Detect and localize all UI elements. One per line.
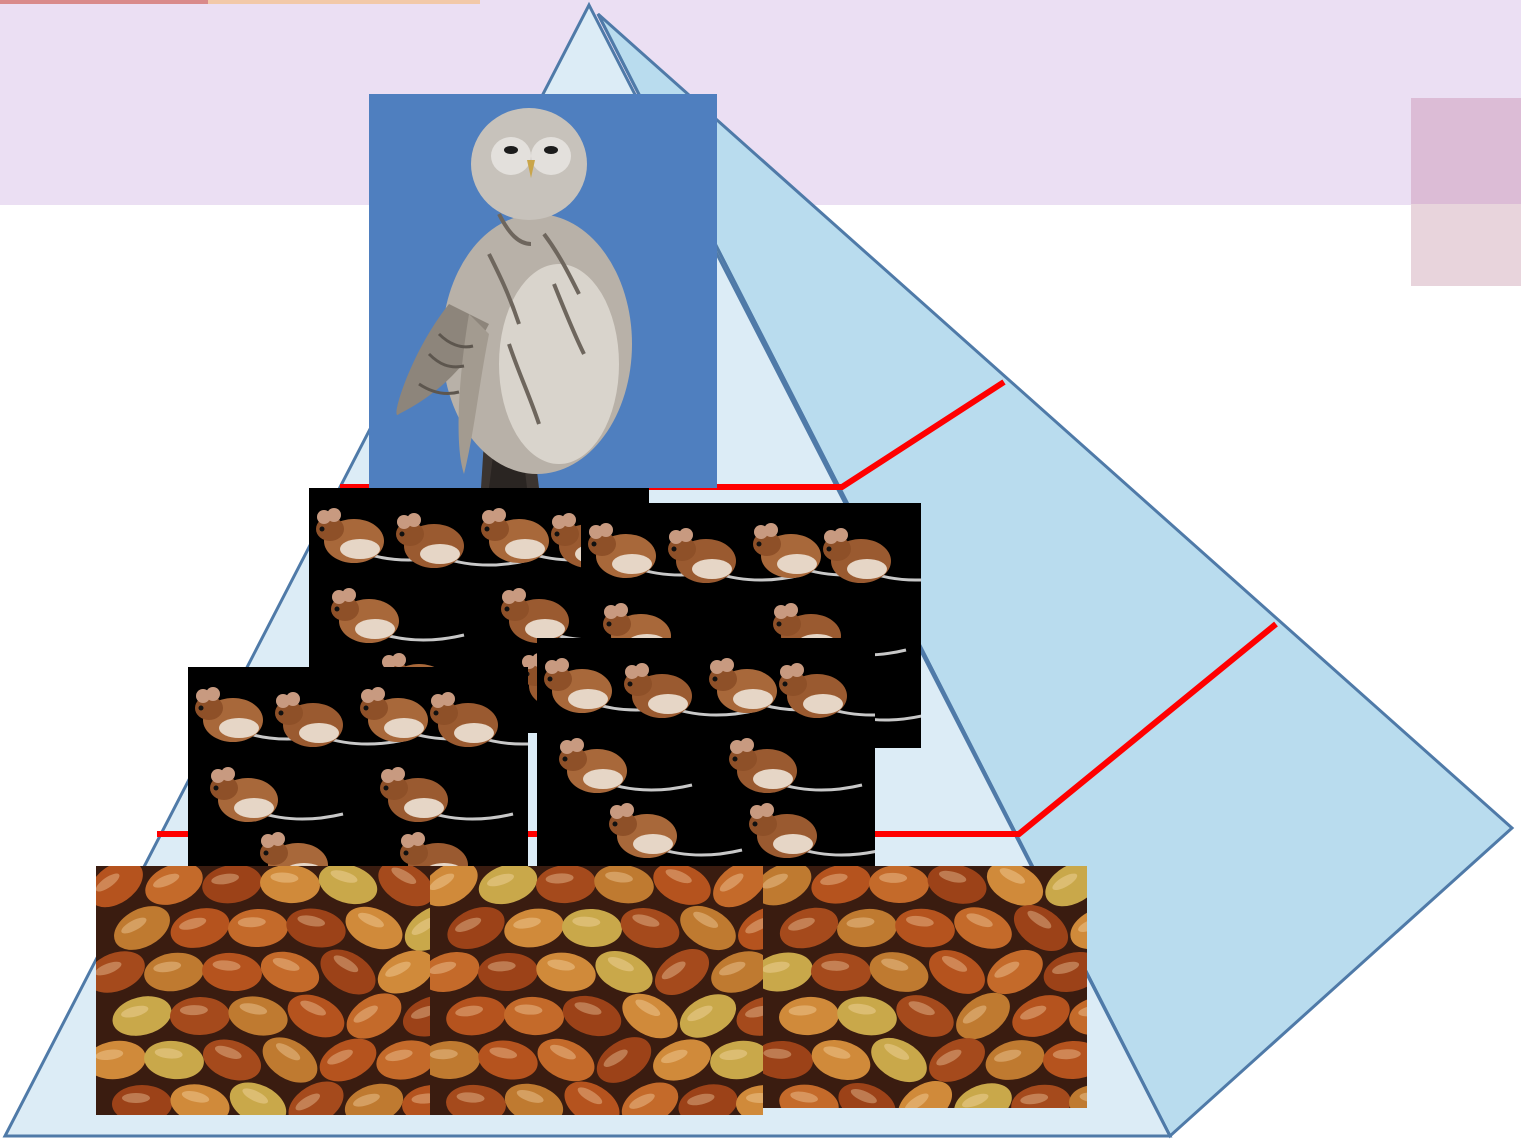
acorns-photo <box>430 866 763 1115</box>
acorns-photo <box>96 866 430 1115</box>
owl-photo <box>369 94 717 488</box>
acorns-photo <box>763 866 1087 1108</box>
mice-photo <box>537 638 875 885</box>
